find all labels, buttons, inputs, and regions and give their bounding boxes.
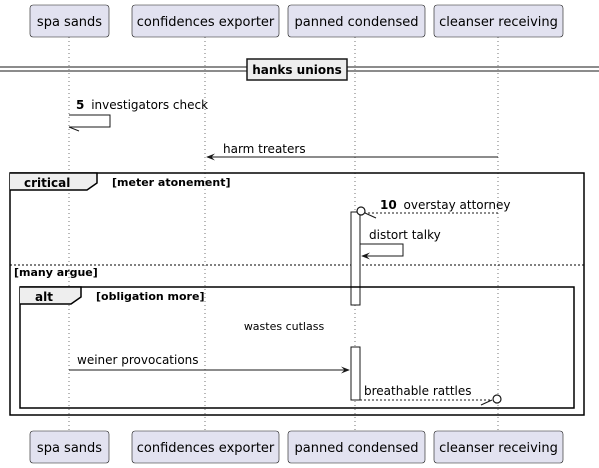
message-label: harm treaters — [223, 142, 306, 156]
divider: hanks unions — [0, 58, 599, 81]
participant-panned-condensed-bottom[interactable]: panned condensed — [287, 430, 426, 464]
participant-label: confidences exporter — [137, 15, 275, 30]
participant-cleanser-receiving-bottom[interactable]: cleanser receiving — [433, 430, 564, 464]
message-label: breathable rattles — [364, 384, 472, 398]
activation-bar — [350, 211, 361, 306]
participant-label: cleanser receiving — [439, 441, 558, 456]
fragment-else-condition: [many argue] — [14, 266, 98, 279]
message-overstay-attorney: 10 overstay attorney — [356, 198, 510, 219]
participant-panned-condensed-top[interactable]: panned condensed — [287, 4, 426, 38]
participant-cleanser-receiving-top[interactable]: cleanser receiving — [433, 4, 564, 38]
message-investigators-check: 5 investigators check — [68, 98, 208, 132]
critical-fragment: critical [meter atonement] [many argue] — [9, 172, 585, 416]
message-label: distort talky — [369, 228, 441, 242]
fragment-condition: [meter atonement] — [112, 176, 231, 189]
participant-label: cleanser receiving — [439, 15, 558, 30]
message-weiner-provocations: weiner provocations — [69, 353, 350, 374]
divider-label: hanks unions — [252, 63, 342, 77]
fragment-keyword: critical — [24, 176, 70, 190]
participants-bottom: spa sands confidences exporter panned co… — [29, 430, 564, 464]
message-distort-talky: distort talky — [360, 228, 441, 260]
participant-spa-sands-bottom[interactable]: spa sands — [29, 430, 110, 464]
alt-fragment: alt [obligation more] — [19, 286, 575, 409]
participant-confidences-exporter-bottom[interactable]: confidences exporter — [131, 430, 280, 464]
message-label: investigators check — [91, 98, 208, 112]
fragment-keyword: alt — [35, 290, 53, 304]
fragment-condition: [obligation more] — [96, 290, 204, 303]
delay-label: wastes cutlass — [244, 320, 325, 333]
participants-top: spa sands confidences exporter panned co… — [29, 4, 564, 38]
participant-label: panned condensed — [295, 441, 419, 456]
message-breathable-rattles: breathable rattles — [360, 384, 502, 406]
participant-label: spa sands — [37, 15, 102, 30]
message-label: weiner provocations — [77, 353, 199, 367]
activation-bar — [350, 346, 361, 401]
delay: wastes cutlass — [236, 317, 332, 335]
message-number: 5 — [76, 98, 84, 112]
message-harm-treaters: harm treaters — [206, 142, 498, 161]
participant-label: spa sands — [37, 441, 102, 456]
participant-label: panned condensed — [295, 15, 419, 30]
participant-label: confidences exporter — [137, 441, 275, 456]
message-number: 10 — [380, 198, 397, 212]
participant-spa-sands-top[interactable]: spa sands — [29, 4, 110, 38]
participant-confidences-exporter-top[interactable]: confidences exporter — [131, 4, 280, 38]
message-label: overstay attorney — [404, 198, 511, 212]
svg-text:10 overstay attorney: 10 overstay attorney — [380, 198, 510, 212]
svg-text:5 investigators check: 5 investigators check — [76, 98, 208, 112]
